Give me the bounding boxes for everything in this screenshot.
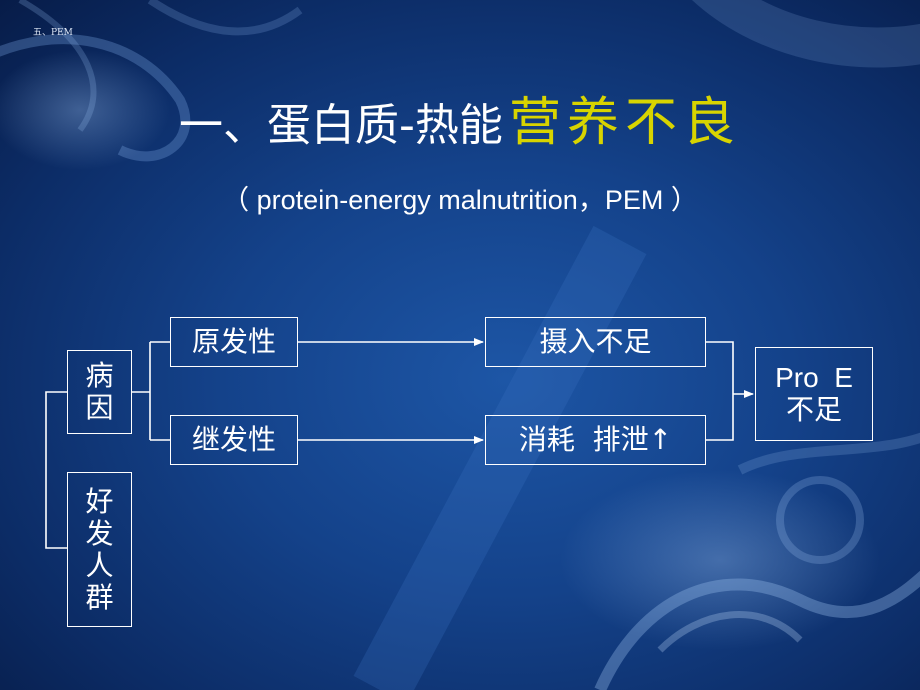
result-line-2: 不足 — [785, 393, 842, 426]
title-main: 一、蛋白质-热能 — [179, 100, 503, 151]
susceptible-char-2: 发 — [85, 516, 114, 550]
merge-bracket — [706, 341, 734, 441]
cause-char-1: 病 — [85, 359, 114, 392]
susceptible-char-1: 好 — [85, 484, 114, 518]
header-note: 五、PEM — [33, 28, 73, 38]
result-line-1: Pro E — [775, 362, 853, 393]
title-highlight: 营养不良 — [508, 93, 741, 153]
cause-char-2: 因 — [85, 391, 114, 424]
susceptible-char-4: 群 — [85, 580, 114, 614]
left-bracket — [45, 391, 67, 549]
page-subtitle: （ protein-energy malnutrition，PEM ） — [222, 185, 698, 215]
cause-box: 病 因 — [67, 350, 132, 434]
susceptible-char-3: 人 — [85, 548, 114, 582]
page-title: 一、蛋白质-热能营养不良 — [0, 80, 920, 155]
secondary-box: 继发性 — [170, 415, 298, 465]
result-box: Pro E 不足 — [755, 347, 873, 441]
intake-box: 摄入不足 — [485, 317, 706, 367]
primary-box: 原发性 — [170, 317, 298, 367]
susceptible-box: 好 发 人 群 — [67, 472, 132, 627]
consumption-box: 消耗 排泄↑ — [485, 415, 706, 465]
cause-branch — [132, 341, 170, 441]
